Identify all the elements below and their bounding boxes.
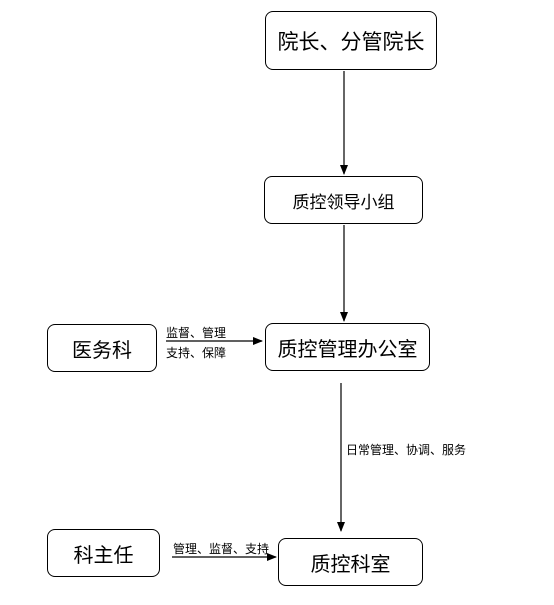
node-leadership: 院长、分管院长: [265, 11, 437, 70]
node-qc-leading-group: 质控领导小组: [264, 176, 423, 224]
edge-label-medical-line1: 监督、管理: [166, 326, 227, 340]
node-qc-management-office: 质控管理办公室: [265, 323, 430, 371]
edge-label-medical-line2: 支持、保障: [166, 346, 227, 360]
node-department-head: 科主任: [47, 529, 160, 577]
node-qc-department-room: 质控科室: [278, 538, 423, 586]
node-medical-department: 医务科: [47, 324, 157, 372]
edge-label-chief-to-dept: 管理、监督、支持: [173, 542, 270, 556]
edge-label-office-to-dept: 日常管理、协调、服务: [346, 443, 467, 457]
